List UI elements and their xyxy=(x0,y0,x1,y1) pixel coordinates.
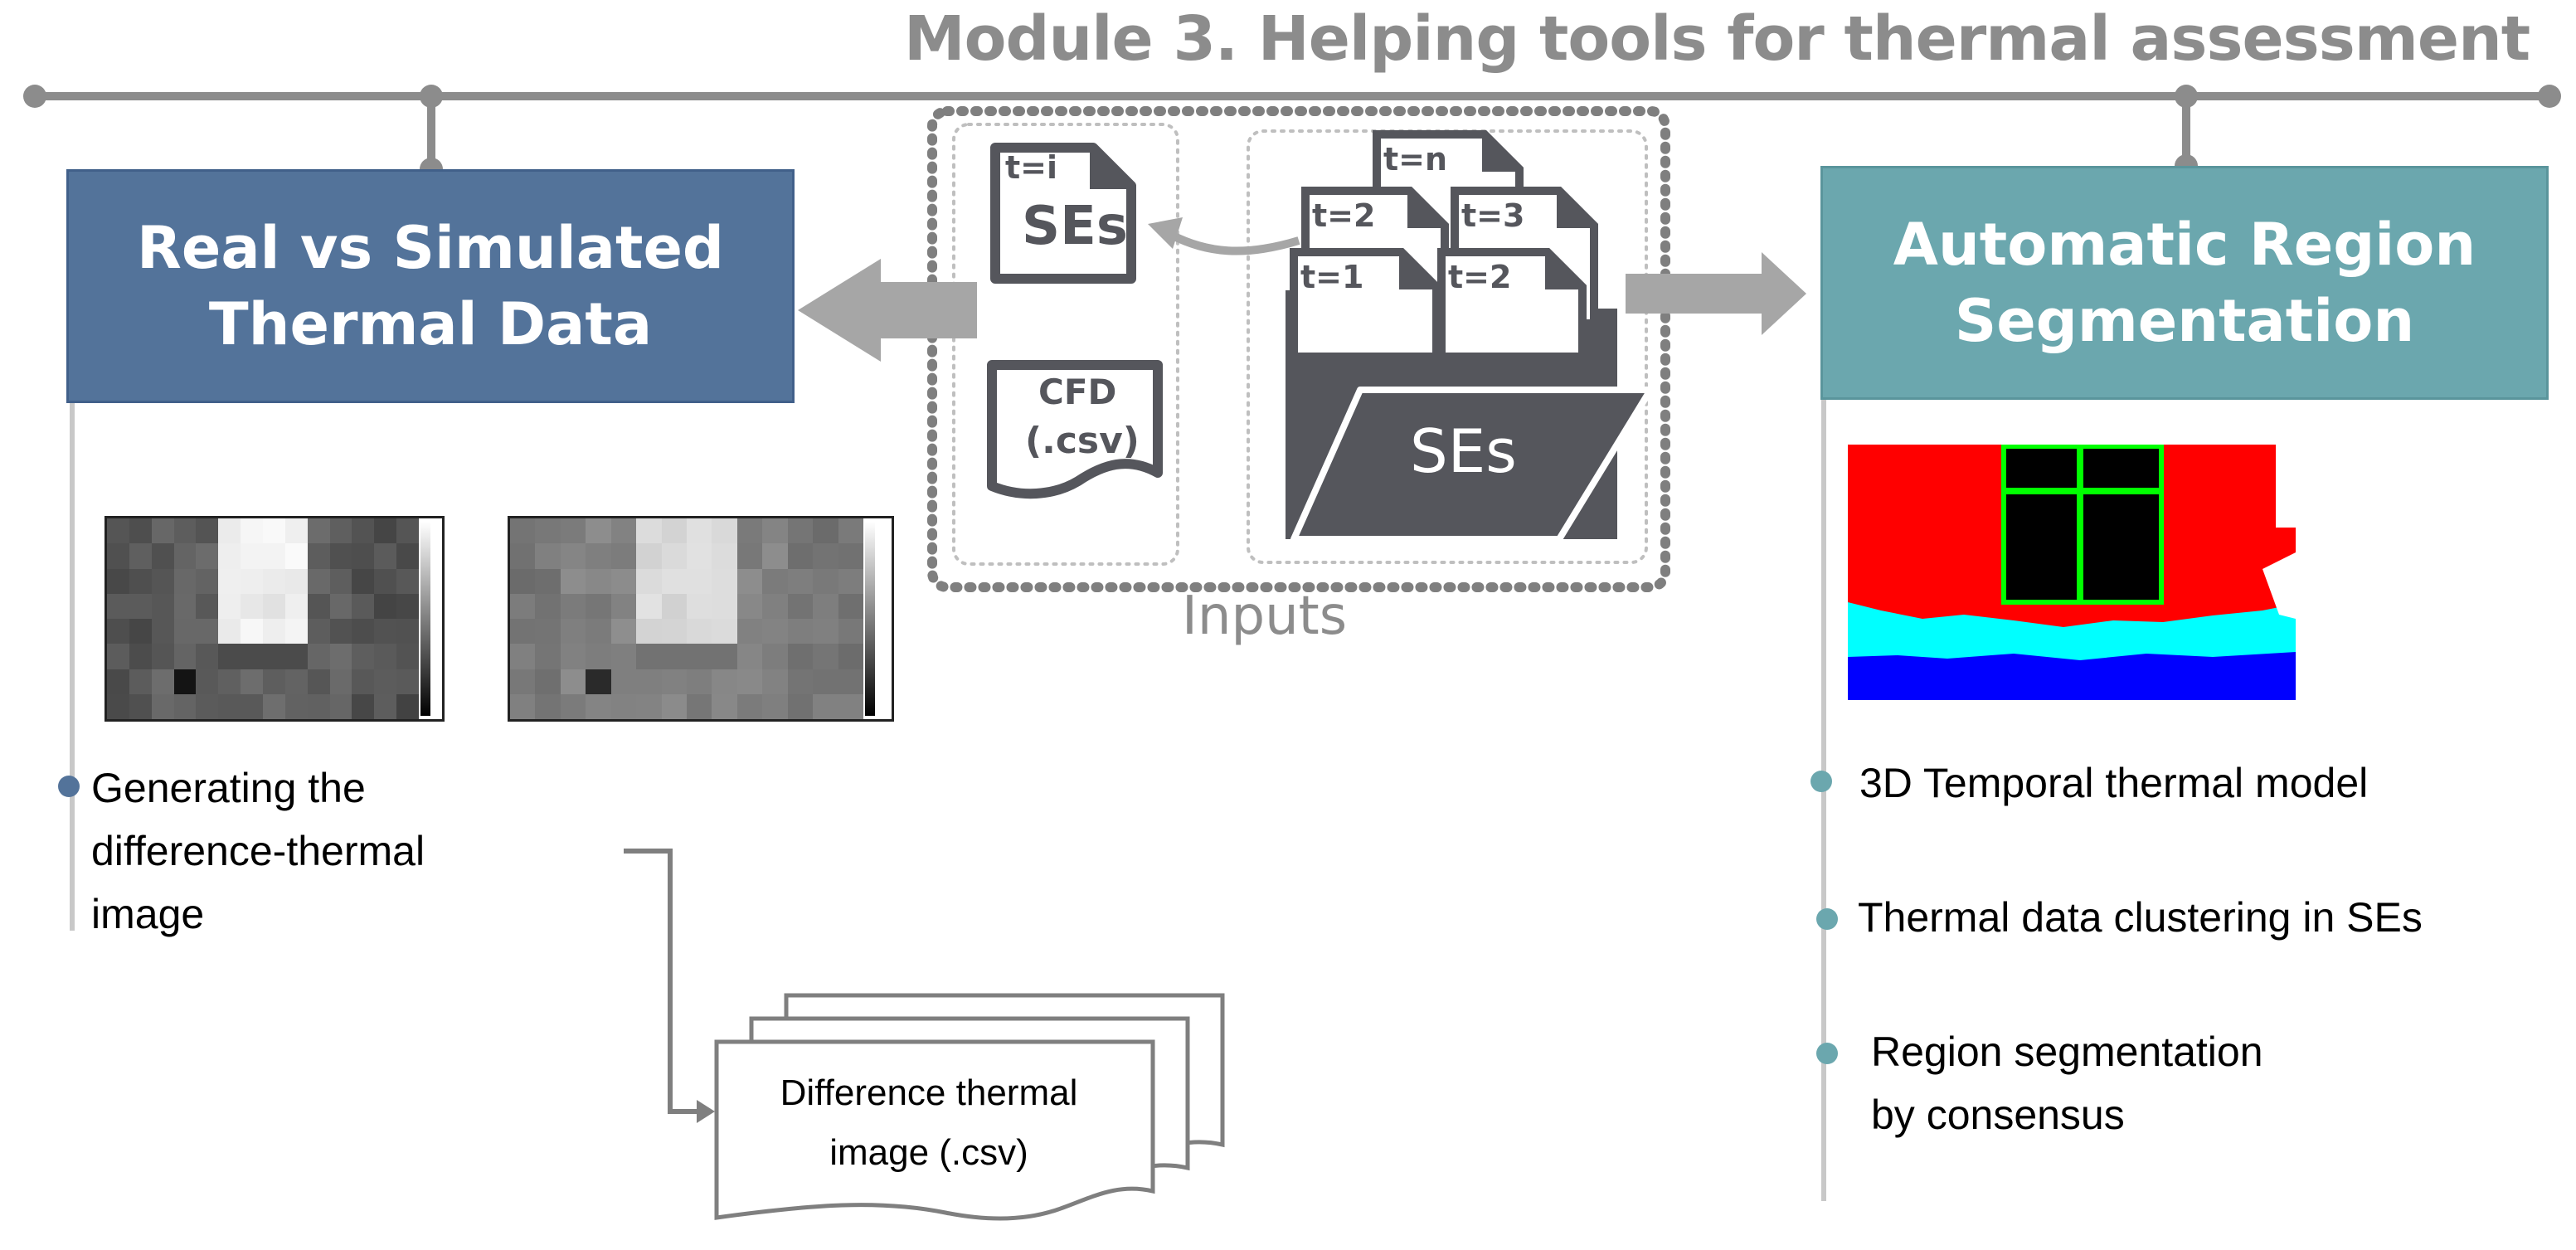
right-bullet-text-1: 3D Temporal thermal model xyxy=(1859,751,2368,815)
elbow-arrow-head xyxy=(697,1100,715,1123)
folder-tab-label: t=2 xyxy=(1312,197,1376,234)
thermal-colorbar xyxy=(863,518,892,719)
difference-document-line2: image (.csv) xyxy=(829,1132,1028,1173)
right-bullet-line: by consensus xyxy=(1871,1092,2125,1138)
left-bullet-line: Generating the xyxy=(91,765,366,811)
left-bullet-line: difference-thermal xyxy=(91,828,425,874)
right-bullet-dot-1 xyxy=(1810,771,1832,792)
cfd-document-icon xyxy=(987,360,1163,499)
inputs-label: Inputs xyxy=(1182,586,1348,647)
folder-label: SEs xyxy=(1410,416,1517,486)
difference-document-stack xyxy=(714,993,1225,1221)
right-bullet-dot-3 xyxy=(1816,1043,1838,1064)
real-vs-simulated-box: Real vs Simulated Thermal Data xyxy=(66,169,795,403)
thermal-pixel-grid xyxy=(510,518,863,719)
right-bullet-text-2: Thermal data clustering in SEs xyxy=(1858,886,2423,949)
ses-doc-time-label: t=i xyxy=(1005,149,1058,186)
curved-arrow-head xyxy=(1148,217,1183,249)
thermal-colorbar xyxy=(419,518,442,719)
right-bullet-line: 3D Temporal thermal model xyxy=(1859,760,2369,806)
arrow-to-left-box xyxy=(798,259,977,362)
folder-tab-label: t=2 xyxy=(1448,259,1512,295)
arrow-to-right-box xyxy=(1626,252,1806,335)
real-thermal-image xyxy=(104,516,445,722)
thermal-pixel-grid xyxy=(107,518,419,719)
timeline-end-node xyxy=(2538,85,2561,108)
left-bullet-dot-1 xyxy=(58,776,80,797)
folder-tab-docs xyxy=(1290,130,1598,361)
segmentation-image xyxy=(1848,445,2296,700)
right-bullet-dot-2 xyxy=(1816,908,1838,930)
right-bullet-text-3: Region segmentation by consensus xyxy=(1871,1020,2263,1146)
inputs-outer-box xyxy=(927,106,1670,592)
folder-tab-label: t=n xyxy=(1383,141,1448,178)
left-bullet-text: Generating the difference-thermal image xyxy=(91,756,425,946)
curved-arrow xyxy=(1169,231,1300,255)
cfd-doc-line1: CFD xyxy=(1038,372,1117,412)
simulated-thermal-image xyxy=(508,516,894,722)
elbow-connector xyxy=(624,849,705,1114)
right-bullet-line: Region segmentation xyxy=(1871,1029,2263,1075)
difference-document-line1: Difference thermal xyxy=(780,1072,1078,1113)
difference-document-label: Difference thermal image (.csv) xyxy=(730,1063,1128,1183)
left-box-line1: Real vs Simulated xyxy=(136,214,725,282)
right-box-line2: Segmentation xyxy=(1954,287,2415,355)
ses-document-fold xyxy=(1090,148,1131,189)
module-title: Module 3. Helping tools for thermal asse… xyxy=(904,3,2530,75)
inputs-inner-left-box xyxy=(952,123,1179,566)
right-box-line1: Automatic Region xyxy=(1893,211,2476,279)
right-bullet-line: Thermal data clustering in SEs xyxy=(1858,894,2423,941)
timeline-start-node xyxy=(23,85,46,108)
ses-doc-label: SEs xyxy=(1022,196,1128,257)
left-box-line2: Thermal Data xyxy=(208,290,653,358)
cfd-doc-line2: (.csv) xyxy=(1025,420,1140,462)
folder-tab-label: t=3 xyxy=(1461,197,1525,234)
folder-front xyxy=(1290,387,1654,542)
automatic-region-segmentation-box: Automatic Region Segmentation xyxy=(1820,166,2549,400)
folder-tab-label: t=1 xyxy=(1300,259,1364,295)
left-bullet-line: image xyxy=(91,891,205,937)
